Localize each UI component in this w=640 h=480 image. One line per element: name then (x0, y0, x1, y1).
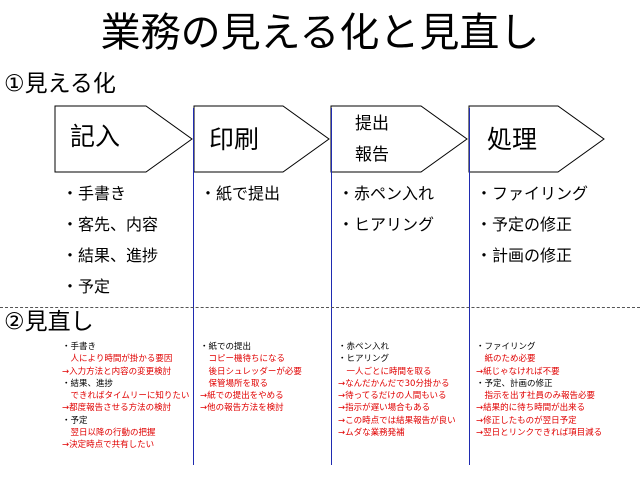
note-line: →指示が遅い場合もある (338, 403, 431, 414)
bullet-item: ・紙で提出 (200, 184, 281, 203)
note-line: 紙のため必要 (476, 354, 536, 365)
note-line: ・予定 (62, 415, 88, 426)
bullet-item: ・客先、内容 (62, 215, 159, 234)
section-divider (0, 307, 640, 308)
step-label-4: 処理 (487, 125, 538, 154)
bullet-item: ・手書き (62, 184, 127, 203)
bullet-list-1: ・手書き ・客先、内容 ・結果、進捗 ・予定 (62, 178, 158, 302)
bullet-item: ・計画の修正 (476, 246, 573, 265)
notes-list-3: ・赤ペン入れ ・ヒアリング 一人ごとに時間を取る →なんだかんだで30分掛かる … (338, 341, 456, 439)
note-line: ・ファイリング (476, 342, 536, 352)
step-label-2: 印刷 (209, 125, 260, 154)
note-line: できればタイムリーに知りたい (62, 391, 190, 402)
note-line: →この時点では結果報告が良い (338, 415, 456, 426)
page-title: 業務の見える化と見直し (100, 10, 540, 56)
step-arrow-2 (193, 105, 330, 173)
note-line: コピー機待ちになる (200, 354, 286, 365)
note-line: 人により時間が掛かる要因 (62, 354, 173, 365)
note-line: →入力方法と内容の変更検討 (62, 366, 172, 377)
note-line: 保管場所を取る (200, 378, 269, 389)
note-line: →ムダな業務発補 (338, 428, 405, 439)
note-line: 一人ごとに時間を取る (338, 366, 432, 377)
note-line: ・予定、計画の修正 (476, 378, 553, 389)
notes-list-1: ・手書き 人により時間が掛かる要因 →入力方法と内容の変更検討 ・結果、進捗 で… (62, 341, 189, 452)
note-line: →紙じゃなければ不要 (476, 366, 560, 377)
note-line: 指示を出す社員のみ報告必要 (476, 391, 596, 402)
note-line: →他の報告方法を検討 (200, 403, 284, 414)
note-line: →修正したものが翌日予定 (476, 415, 577, 426)
note-line: →待ってるだけの人間もいる (338, 391, 447, 402)
note-line: 後日シュレッダーが必要 (200, 366, 302, 377)
section-title-visualization: ①見える化 (4, 71, 116, 97)
note-line: 翌日以降の行動の把握 (62, 428, 156, 439)
note-line: →都度報告させる方法の検討 (62, 403, 172, 414)
section-title-review: ②見直し (4, 309, 94, 335)
bullet-item: ・予定 (62, 277, 111, 296)
note-line: ・結果、進捗 (62, 378, 114, 389)
note-line: ・赤ペン入れ (338, 342, 390, 352)
note-line: →なんだかんだで30分掛かる (338, 378, 450, 389)
bullet-list-2: ・紙で提出 (200, 178, 280, 209)
notes-list-2: ・紙での提出 コピー機待ちになる 後日シュレッダーが必要 保管場所を取る →紙で… (200, 341, 302, 415)
bullet-item: ・赤ペン入れ (338, 184, 435, 203)
note-line: →翌日とリンクできれば項目減る (476, 428, 603, 439)
bullet-list-4: ・ファイリング ・予定の修正 ・計画の修正 (476, 178, 588, 271)
bullet-item: ・結果、進捗 (62, 246, 159, 265)
step-arrow-1 (54, 105, 193, 173)
note-line: ・ヒアリング (338, 354, 390, 365)
column-divider-line (469, 108, 470, 465)
column-divider-line (331, 108, 332, 465)
step-label-3a: 提出 (355, 114, 389, 134)
bullet-item: ・予定の修正 (476, 215, 573, 234)
step-label-3b: 報告 (355, 145, 389, 165)
note-line: →紙での提出をやめる (200, 391, 284, 402)
note-line: →決定時点で共有したい (62, 440, 155, 451)
notes-list-4: ・ファイリング 紙のため必要 →紙じゃなければ不要 ・予定、計画の修正 指示を出… (476, 341, 602, 439)
note-line: →結果的に待ち時間が出来る (476, 403, 586, 414)
step-label-1: 記入 (70, 122, 121, 151)
bullet-item: ・ヒアリング (338, 215, 435, 234)
column-divider-line (193, 108, 194, 465)
note-line: ・紙での提出 (200, 342, 252, 352)
note-line: ・手書き (62, 342, 97, 352)
bullet-item: ・ファイリング (476, 184, 589, 203)
bullet-list-3: ・赤ペン入れ ・ヒアリング (338, 178, 434, 240)
